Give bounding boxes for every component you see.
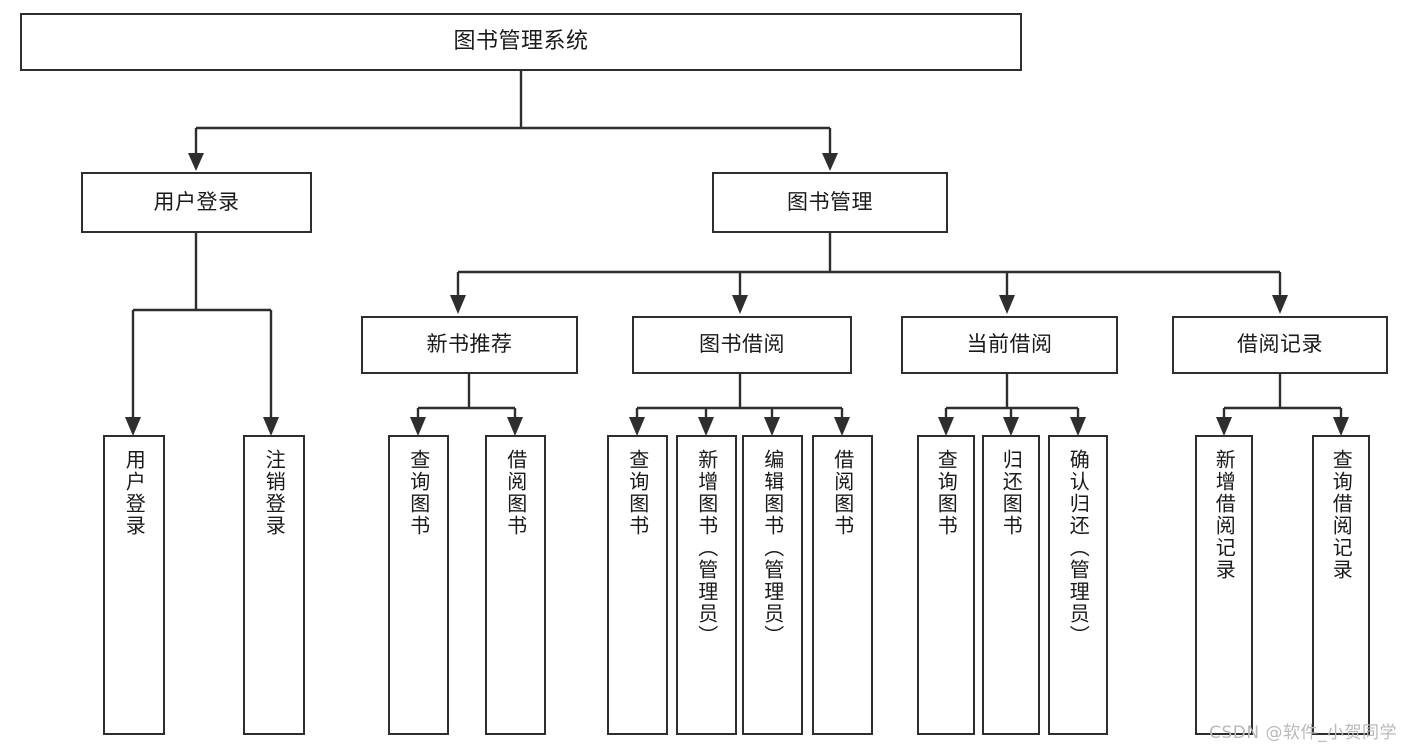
arrow-root-to-user-login <box>188 153 204 171</box>
arrow-cb-child-2 <box>1003 417 1019 436</box>
node-label: 查询借阅记录 <box>1329 449 1354 581</box>
node-borrow-record[interactable]: 借阅记录 <box>1172 316 1388 374</box>
node-label: 查询图书 <box>625 449 650 537</box>
arrow-bb-child-1 <box>629 417 645 436</box>
node-leaf-query-record[interactable]: 查询借阅记录 <box>1312 435 1370 735</box>
node-leaf-borrow-book-2[interactable]: 借阅图书 <box>812 435 873 735</box>
node-label: 借阅图书 <box>503 449 528 537</box>
arrow-user-login-child-1 <box>125 417 141 436</box>
node-label: 查询图书 <box>934 449 959 537</box>
node-label: 新增借阅记录 <box>1212 449 1237 581</box>
node-leaf-add-record[interactable]: 新增借阅记录 <box>1195 435 1253 735</box>
arrow-bm-child-2 <box>732 295 748 314</box>
node-label: 图书管理 <box>787 189 873 214</box>
node-label: 新书推荐 <box>426 332 513 357</box>
arrow-cb-child-1 <box>938 417 954 436</box>
node-label: 注销登录 <box>262 449 287 537</box>
node-label: 新增图书（管理员） <box>694 449 719 647</box>
arrow-bb-child-2 <box>698 417 714 436</box>
watermark: CSDN @软件_小贺同学 <box>1209 723 1397 743</box>
node-label: 编辑图书（管理员） <box>760 449 785 647</box>
node-leaf-query-book-3[interactable]: 查询图书 <box>917 435 975 735</box>
arrow-bm-child-1 <box>450 295 466 314</box>
arrow-root-to-book-management <box>822 153 838 171</box>
node-label: 借阅记录 <box>1237 332 1323 357</box>
node-label: 确认归还（管理员） <box>1066 449 1091 647</box>
node-leaf-user-login[interactable]: 用户登录 <box>103 435 165 735</box>
node-label: 图书借阅 <box>699 332 785 357</box>
arrow-bb-child-4 <box>834 417 850 436</box>
arrow-br-child-2 <box>1333 417 1349 436</box>
node-leaf-confirm-return[interactable]: 确认归还（管理员） <box>1048 435 1108 735</box>
arrow-br-child-1 <box>1216 417 1232 436</box>
node-root-system[interactable]: 图书管理系统 <box>20 13 1022 71</box>
node-label: 用户登录 <box>153 189 240 214</box>
node-label: 查询图书 <box>406 449 431 537</box>
node-leaf-borrow-book-1[interactable]: 借阅图书 <box>485 435 546 735</box>
node-label: 当前借阅 <box>966 332 1053 357</box>
node-leaf-edit-book[interactable]: 编辑图书（管理员） <box>742 435 803 735</box>
node-user-login[interactable]: 用户登录 <box>81 172 312 233</box>
node-leaf-query-book-1[interactable]: 查询图书 <box>388 435 449 735</box>
arrow-cb-child-3 <box>1070 417 1086 436</box>
node-label: 图书管理系统 <box>453 28 589 54</box>
arrow-nbr-child-1 <box>410 417 426 436</box>
node-label: 借阅图书 <box>830 449 855 537</box>
node-current-borrow[interactable]: 当前借阅 <box>901 316 1118 374</box>
node-leaf-return-book[interactable]: 归还图书 <box>982 435 1040 735</box>
node-label: 用户登录 <box>122 449 147 537</box>
node-leaf-add-book[interactable]: 新增图书（管理员） <box>676 435 737 735</box>
node-leaf-query-book-2[interactable]: 查询图书 <box>607 435 668 735</box>
arrow-bb-child-3 <box>764 417 780 436</box>
arrow-nbr-child-2 <box>507 417 523 436</box>
node-leaf-logout[interactable]: 注销登录 <box>243 435 305 735</box>
node-book-management[interactable]: 图书管理 <box>712 172 948 233</box>
node-book-borrow[interactable]: 图书借阅 <box>632 316 852 374</box>
node-label: 归还图书 <box>999 449 1024 537</box>
arrow-user-login-child-2 <box>263 417 279 436</box>
node-new-book-recommend[interactable]: 新书推荐 <box>361 316 578 374</box>
arrow-bm-child-3 <box>999 295 1015 314</box>
arrow-bm-child-4 <box>1272 295 1288 314</box>
